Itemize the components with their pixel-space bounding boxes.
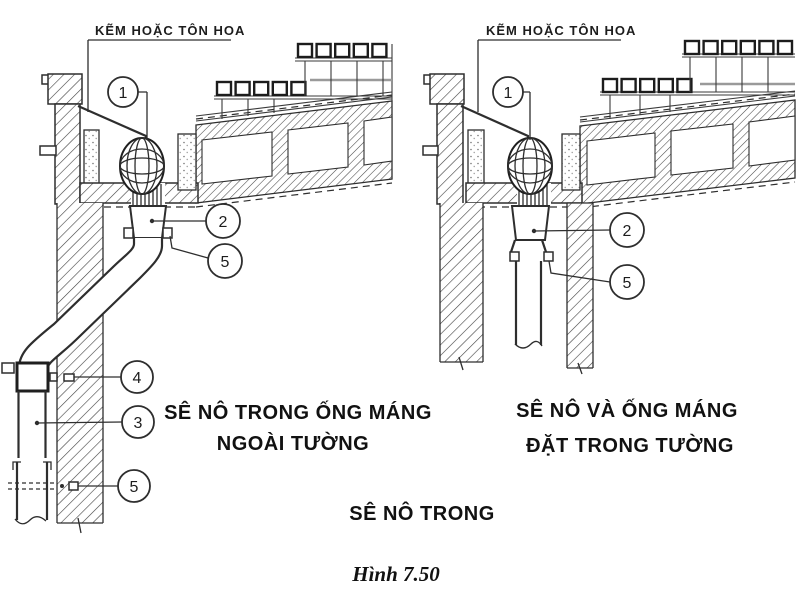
pipe-bracket-ear bbox=[162, 227, 173, 239]
right-roof-tiles bbox=[600, 39, 795, 119]
right-detail: 1 2 5 KẼM HOẶC TÔN HOA SÊ NÔ VÀ ỐNG MÁNG… bbox=[422, 23, 796, 457]
left-flashing-label: KẼM HOẶC TÔN HOA bbox=[87, 23, 245, 112]
right-caption-line2: ĐẶT TRONG TƯỜNG bbox=[526, 433, 734, 457]
left-callout-5a: 5 bbox=[207, 243, 243, 279]
pipe-break bbox=[14, 516, 47, 525]
right-leader-lines bbox=[521, 91, 611, 283]
right-wall-below-outer bbox=[439, 203, 484, 371]
break-mark bbox=[458, 356, 464, 371]
pipe-bracket-ear bbox=[543, 251, 554, 262]
screed-layer-line bbox=[195, 94, 393, 120]
right-caption-line1: SÊ NÔ VÀ ỐNG MÁNG bbox=[516, 398, 738, 422]
callout-number: 5 bbox=[623, 275, 632, 292]
right-flashing-label: KẼM HOẶC TÔN HOA bbox=[477, 23, 636, 112]
plaster-dashed-line bbox=[195, 182, 393, 208]
left-callout-2: 2 bbox=[205, 203, 241, 239]
right-callout-1: 1 bbox=[492, 76, 524, 108]
callout-number: 4 bbox=[133, 370, 142, 387]
callout-number: 5 bbox=[130, 479, 139, 496]
callout-number: 5 bbox=[221, 254, 230, 271]
left-gutter bbox=[79, 129, 199, 208]
right-parapet-wall bbox=[422, 73, 465, 205]
break-mark bbox=[77, 517, 82, 534]
left-caption-line1: SÊ NÔ TRONG ỐNG MÁNG bbox=[164, 400, 432, 424]
pipe-bracket-ear bbox=[123, 227, 134, 239]
left-leader-lines bbox=[34, 91, 209, 487]
flashing-label-text: KẼM HOẶC TÔN HOA bbox=[95, 23, 245, 38]
wall-tie bbox=[39, 145, 57, 156]
right-roof-slab bbox=[579, 90, 796, 209]
left-downpipe bbox=[1, 205, 173, 525]
wall-tie bbox=[422, 145, 439, 156]
callout-number: 3 bbox=[134, 415, 143, 432]
left-wall-below bbox=[56, 203, 104, 534]
left-caption-line2: NGOÀI TƯỜNG bbox=[217, 431, 369, 455]
elbow bbox=[15, 361, 50, 393]
callout-number: 1 bbox=[504, 85, 513, 102]
callout-number: 1 bbox=[119, 85, 128, 102]
figure-number: Hình 7.50 bbox=[351, 562, 440, 586]
socket-flare bbox=[509, 239, 548, 253]
left-callout-1: 1 bbox=[107, 76, 139, 108]
elbow-tie bbox=[1, 362, 15, 374]
pipe-break bbox=[514, 340, 543, 349]
figure-subtitle: SÊ NÔ TRONG bbox=[349, 501, 495, 525]
callout-number: 2 bbox=[219, 214, 228, 231]
left-roof-tiles bbox=[214, 42, 392, 119]
left-parapet-wall bbox=[39, 73, 83, 205]
right-strainer-ball bbox=[507, 137, 553, 195]
screed-layer-line bbox=[579, 93, 796, 121]
left-callout-4: 4 bbox=[120, 360, 154, 394]
right-downpipe bbox=[509, 205, 554, 349]
callout-number: 2 bbox=[623, 223, 632, 240]
pipe-bracket-ear bbox=[509, 251, 520, 262]
left-strainer-ball bbox=[119, 137, 165, 195]
plaster-dashed-line bbox=[579, 181, 796, 209]
right-wall-below-inner bbox=[566, 202, 594, 375]
left-callout-5b: 5 bbox=[117, 469, 151, 503]
left-roof-slab bbox=[195, 44, 393, 208]
right-callout-5: 5 bbox=[609, 264, 645, 300]
break-mark bbox=[577, 362, 583, 375]
left-detail: 1 2 5 4 3 5 KẼM HOẶC TÔN HOA SÊ NÔ TRONG bbox=[1, 23, 432, 534]
left-callout-3: 3 bbox=[121, 405, 155, 439]
flashing-label-text: KẼM HOẶC TÔN HOA bbox=[486, 23, 636, 38]
right-callout-2: 2 bbox=[609, 212, 645, 248]
hidden-bracket-dashes bbox=[8, 482, 55, 490]
